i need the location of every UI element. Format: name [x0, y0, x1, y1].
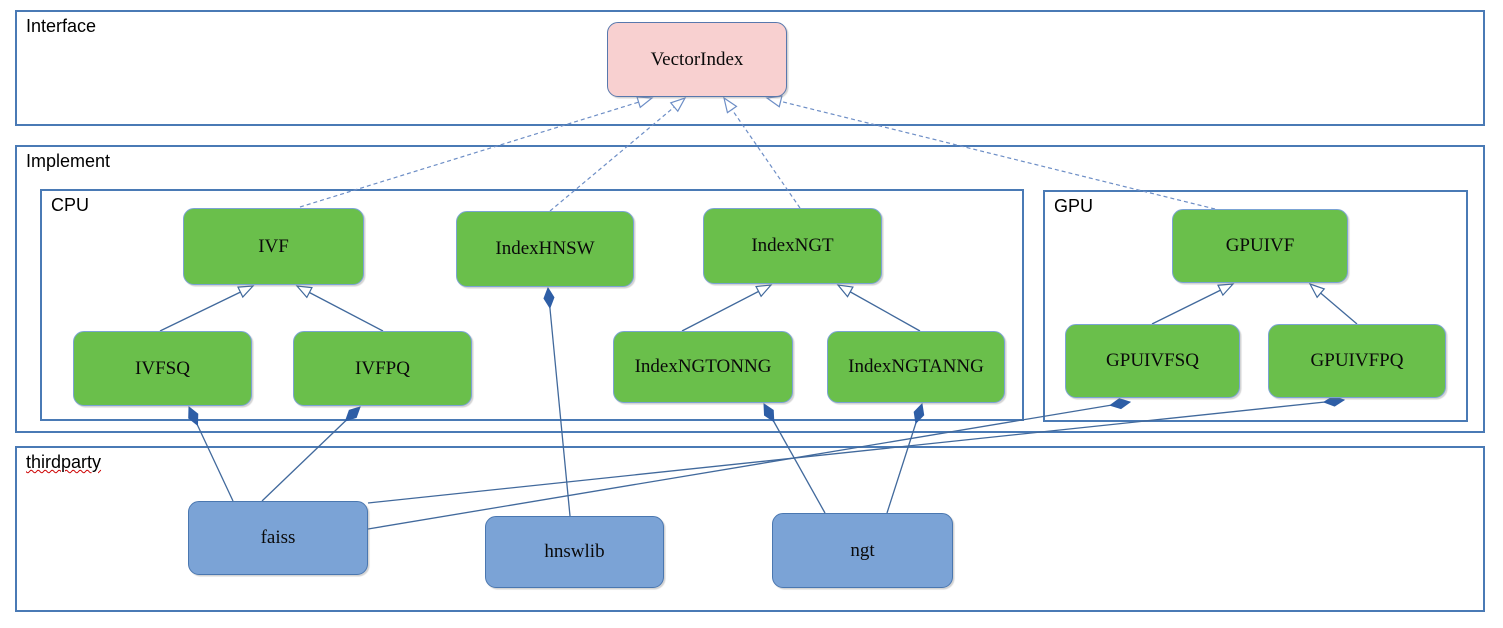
container-label-cpu: CPU: [51, 195, 90, 215]
node-label-index-ngt: IndexNGT: [751, 235, 834, 256]
node-faiss: faiss: [188, 501, 368, 575]
node-ivfsq: IVFSQ: [73, 331, 252, 406]
node-gpu-ivfsq: GPUIVFSQ: [1065, 324, 1240, 398]
node-label-index-ngtonng: IndexNGTONNG: [634, 356, 772, 377]
node-label-gpu-ivf: GPUIVF: [1225, 235, 1295, 256]
node-label-index-ngtanng: IndexNGTANNG: [848, 356, 984, 377]
node-label-ivfpq: IVFPQ: [355, 357, 410, 379]
node-label-ivfsq: IVFSQ: [135, 357, 190, 379]
node-ngt: ngt: [772, 513, 953, 588]
node-index-ngtonng: IndexNGTONNG: [613, 331, 793, 403]
node-label-index-hnsw: IndexHNSW: [495, 238, 595, 259]
node-label-ivf: IVF: [258, 235, 289, 257]
node-label-hnswlib: hnswlib: [544, 541, 605, 562]
container-label-gpu: GPU: [1054, 196, 1094, 216]
node-hnswlib: hnswlib: [485, 516, 664, 588]
node-gpu-ivf: GPUIVF: [1172, 209, 1348, 283]
node-gpu-ivfpq: GPUIVFPQ: [1268, 324, 1446, 398]
node-index-ngtanng: IndexNGTANNG: [827, 331, 1005, 403]
container-label-interface: Interface: [26, 16, 97, 36]
container-label-thirdparty: thirdparty: [26, 452, 102, 472]
container-label-implement: Implement: [26, 151, 111, 171]
node-ivf: IVF: [183, 208, 364, 285]
node-label-ngt: ngt: [850, 539, 875, 561]
node-label-vector-index: VectorIndex: [650, 48, 744, 70]
node-label-gpu-ivfsq: GPUIVFSQ: [1106, 350, 1199, 371]
node-label-gpu-ivfpq: GPUIVFPQ: [1310, 350, 1404, 371]
node-index-ngt: IndexNGT: [703, 208, 882, 284]
node-index-hnsw: IndexHNSW: [456, 211, 634, 287]
node-vector-index: VectorIndex: [607, 22, 787, 97]
node-label-faiss: faiss: [260, 527, 296, 548]
node-ivfpq: IVFPQ: [293, 331, 472, 406]
